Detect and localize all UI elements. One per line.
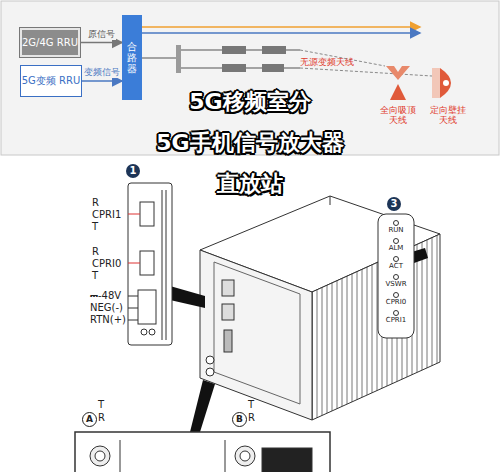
led-panel bbox=[378, 214, 414, 338]
port-label: T bbox=[92, 221, 98, 232]
leader-line bbox=[128, 296, 138, 320]
edge-label: 变频信号 bbox=[83, 68, 121, 78]
callout-number: 3 bbox=[387, 197, 401, 211]
led bbox=[394, 311, 399, 316]
led-label: ACT bbox=[389, 263, 403, 271]
antenna-label: 全向吸顶天线 bbox=[378, 106, 418, 126]
port-letter: B bbox=[232, 412, 247, 427]
signal-arrow bbox=[80, 42, 122, 44]
port-label: T bbox=[92, 270, 98, 281]
leader-line bbox=[128, 214, 140, 263]
connector-detail-parts bbox=[90, 440, 312, 472]
port-letter: A bbox=[82, 412, 97, 427]
leader-wedge bbox=[190, 380, 215, 432]
port-label: T bbox=[248, 399, 254, 410]
signal-arrow bbox=[82, 80, 122, 82]
antenna-label: 定向壁挂天线 bbox=[428, 106, 468, 126]
power-label: RTN(+) bbox=[90, 314, 126, 325]
leader-wedge bbox=[170, 286, 205, 308]
passive-converter bbox=[142, 45, 432, 76]
led bbox=[394, 221, 399, 226]
led-label: ALM bbox=[389, 245, 404, 253]
node-text: 5G变频 RRU bbox=[22, 75, 81, 87]
combiner-box: 合路器 bbox=[122, 15, 142, 100]
connector-detail bbox=[75, 432, 330, 472]
callout-number: 1 bbox=[126, 164, 140, 178]
port-label: CPRI1 bbox=[92, 209, 121, 220]
wall-antenna bbox=[432, 68, 451, 98]
port-label: R bbox=[92, 197, 99, 208]
port-label: R bbox=[248, 412, 255, 423]
led-label: RUN bbox=[388, 227, 403, 235]
overlay-title: 5G手机信号放大器 bbox=[156, 131, 343, 155]
port-label: T bbox=[98, 399, 104, 410]
rru-box: 2G/4G RRU bbox=[20, 28, 80, 57]
rru-unit bbox=[200, 196, 440, 420]
led bbox=[394, 257, 399, 262]
edge-label: 原信号 bbox=[87, 30, 116, 40]
port-label: R bbox=[98, 412, 105, 423]
overlay-title: 直放站 bbox=[217, 172, 283, 196]
antenna-group-label: 无源变频天线 bbox=[300, 58, 354, 68]
led bbox=[394, 293, 399, 298]
overlay-title: 5G移频室分 bbox=[189, 90, 310, 114]
port-panel bbox=[128, 183, 172, 345]
led-label: CPRI1 bbox=[386, 317, 407, 325]
node-text: 合路器 bbox=[127, 41, 137, 74]
power-label: NEG(-) bbox=[90, 302, 123, 313]
port-label: CPRI0 bbox=[92, 258, 121, 269]
signal-line bbox=[142, 26, 420, 28]
node-text: 2G/4G RRU bbox=[22, 37, 78, 49]
led-label: CPRI0 bbox=[386, 299, 407, 307]
port-label: R bbox=[92, 246, 99, 257]
led bbox=[394, 239, 399, 244]
power-label: ⎓-48V bbox=[90, 290, 121, 301]
led-label: VSWR bbox=[385, 281, 406, 289]
signal-line bbox=[142, 32, 420, 34]
ceiling-antenna bbox=[386, 66, 410, 100]
rru-box: 5G变频 RRU bbox=[20, 65, 82, 97]
port-panel-details bbox=[138, 190, 166, 340]
top-panel bbox=[1, 1, 499, 155]
led bbox=[394, 275, 399, 280]
